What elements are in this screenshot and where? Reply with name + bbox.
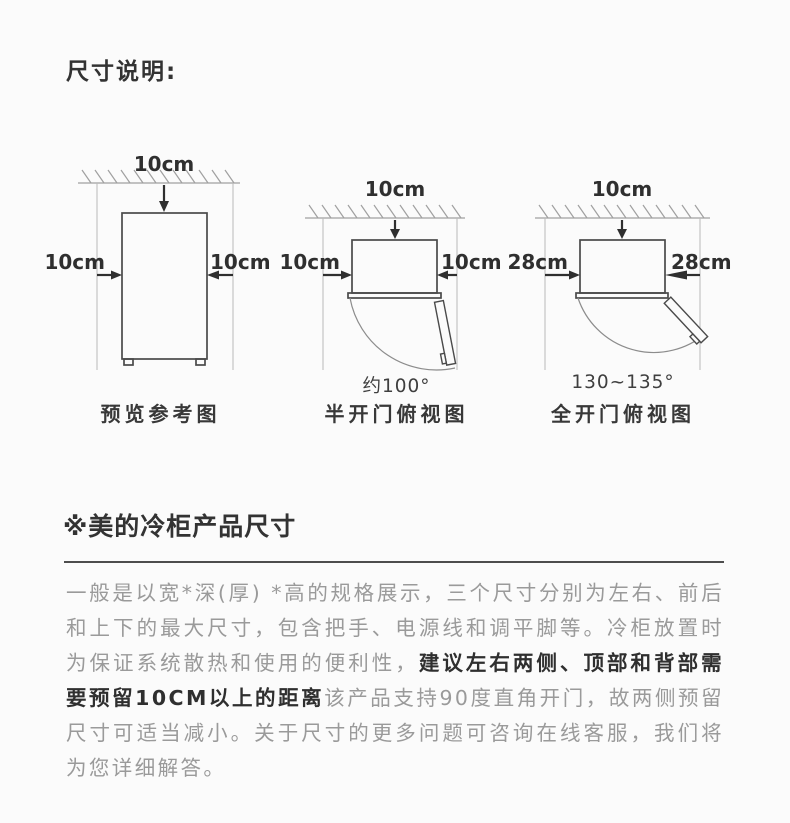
cabinet-body: [351, 239, 438, 294]
clearance-top-label: 10cm: [592, 177, 653, 201]
ceiling-hatch-icon: [535, 204, 710, 219]
ceiling-hatch-icon: [305, 204, 465, 219]
ceiling-hatch-icon: [78, 169, 240, 184]
clearance-right-label: 28cm: [671, 250, 732, 274]
cabinet-door: [663, 296, 709, 345]
page-title: 尺寸说明:: [66, 59, 178, 85]
door-swing-arc: [349, 297, 456, 371]
clearance-right-label: 10cm: [441, 250, 502, 274]
door-angle-label: 约100°: [362, 376, 431, 397]
paragraph-text-after: 该产品支持90度直角开门，故两侧预留尺寸可适当减小。关于尺寸的更多问题可咨询在线…: [66, 686, 724, 780]
diagram-preview: 10cm 10cm 10cm 预: [42, 138, 271, 428]
section-divider: [64, 561, 724, 563]
section-heading: ※美的冷柜产品尺寸: [63, 512, 297, 541]
dimension-paragraph: 一般是以宽*深(厚) *高的规格展示，三个尺寸分别为左右、前后和上下的最大尺寸，…: [66, 576, 724, 786]
diagram-caption: 半开门俯视图: [324, 402, 469, 426]
diagram-half-open: 10cm 10cm 10cm: [279, 138, 518, 428]
right-arrow-icon: [97, 270, 122, 280]
down-arrow-icon: [617, 220, 627, 239]
door-swing-arc: [577, 297, 706, 354]
paragraph-bold-text: 建议左右两侧、顶部和背部需要预留10CM以上的距离: [66, 651, 725, 710]
cabinet-front-edge: [347, 292, 442, 299]
half-open-diagram-drawing: 10cm 10cm 10cm: [279, 177, 502, 371]
diagram-caption: 全开门俯视图: [551, 402, 695, 426]
full-open-diagram-drawing: 10cm 28cm 28cm: [507, 177, 732, 370]
preview-diagram-drawing: 10cm 10cm 10cm: [44, 152, 271, 370]
right-arrow-icon: [545, 270, 580, 280]
diagram-full-open: 10cm 28cm 28cm: [507, 138, 755, 428]
right-arrow-icon: [323, 270, 352, 280]
cabinet-front-edge: [575, 292, 669, 299]
clearance-top-label: 10cm: [134, 152, 195, 176]
door-handle: [439, 352, 448, 365]
cabinet-foot-left: [123, 358, 134, 366]
cabinet-door: [433, 299, 457, 366]
door-angle-label: 130~135°: [571, 372, 675, 393]
clearance-right-label: 10cm: [210, 250, 271, 274]
paragraph-text-before: 一般是以宽*深(厚) *高的规格展示，三个尺寸分别为左右、前后和上下的最大尺寸，…: [66, 581, 724, 675]
cabinet-body: [121, 212, 208, 360]
left-arrow-icon: [437, 270, 457, 280]
left-arrow-icon: [665, 270, 700, 280]
down-arrow-icon: [159, 185, 169, 212]
clearance-left-label: 10cm: [44, 250, 105, 274]
door-handle: [688, 332, 701, 345]
clearance-left-label: 28cm: [507, 250, 568, 274]
down-arrow-icon: [390, 220, 400, 239]
clearance-left-label: 10cm: [279, 250, 340, 274]
cabinet-foot-right: [195, 358, 206, 366]
diagram-caption: 预览参考图: [100, 402, 221, 426]
cabinet-body: [579, 239, 666, 294]
clearance-top-label: 10cm: [365, 177, 426, 201]
left-arrow-icon: [207, 270, 233, 280]
